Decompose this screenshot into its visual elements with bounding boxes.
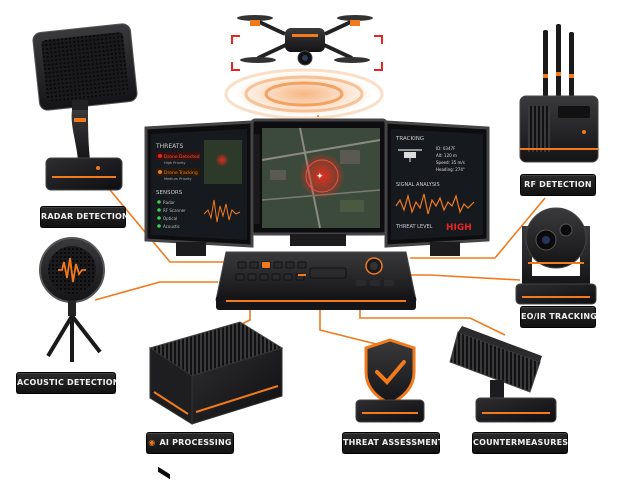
rf-device: [519, 24, 599, 163]
drone-rotor: [240, 57, 276, 63]
targeting-bracket-tr: [374, 35, 383, 44]
drone-rotor: [337, 15, 373, 21]
threat-item: Drone Tracking: [164, 170, 198, 176]
eoir-device: [515, 207, 597, 305]
tracking-info: Speed: 35 m/s: [436, 160, 465, 165]
connector-acoustic: [94, 281, 218, 301]
ai-box-side: [191, 347, 283, 425]
jammer-base: [475, 397, 557, 423]
countermeasures-device: [449, 326, 557, 423]
ai-processing-label: ◉AI PROCESSING: [146, 432, 234, 454]
connector-eoir: [410, 274, 521, 281]
sound-wave-icon: [58, 257, 86, 283]
signal-waveform: [395, 193, 475, 215]
rf-antenna: [556, 24, 561, 98]
threat-item: Drone Detected: [164, 154, 200, 160]
rf-antenna: [543, 30, 548, 98]
countermeasures-label: COUNTERMEASURES: [472, 432, 568, 454]
sensor-item: Optical: [163, 216, 177, 221]
center-monitor: ✦: [250, 118, 388, 246]
radar-detection-label: RADAR DETECTION: [40, 206, 126, 228]
right-monitor: TRACKING ID: 0347F Alt: 120 m Speed: 35 …: [384, 120, 490, 256]
control-console: [215, 251, 417, 310]
targeting-bracket-br: [374, 62, 383, 71]
tracking-info: Alt: 120 m: [436, 153, 457, 158]
acoustic-detection-label: ACOUSTIC DETECTION: [16, 372, 116, 394]
sensor-item: Acoustic: [163, 224, 180, 229]
rf-antenna: [569, 32, 574, 98]
signal-analysis-title: SIGNAL ANALYSIS: [396, 182, 440, 188]
eoir-base: [515, 283, 597, 305]
control-station: THREATS Drone Detected High Priority Dro…: [144, 118, 490, 310]
sensor-item: RF Scanner: [163, 208, 186, 213]
monitor-stand: [290, 234, 346, 246]
sensor-item: Radar: [163, 200, 175, 205]
sensor-waveform: [203, 199, 241, 223]
drone: [224, 15, 384, 120]
threat-level-value: HIGH: [446, 223, 472, 233]
threat-assessment-label: THREAT ASSESSMENT: [342, 432, 440, 454]
connector-rf: [410, 197, 546, 259]
tripod-leg: [46, 314, 74, 358]
tracked-drone-icon: [398, 149, 422, 162]
threat-assessment-device: [355, 338, 425, 423]
rf-detection-label: RF DETECTION: [520, 174, 596, 196]
radar-base: [45, 157, 123, 191]
ai-processing-device: [148, 321, 284, 480]
signal-wave-outer: [224, 68, 384, 120]
radar-device: [32, 23, 138, 191]
tripod-leg: [70, 314, 102, 354]
connector-radar: [109, 189, 225, 263]
brain-chip-icon: ◉: [148, 438, 156, 447]
left-monitor: THREATS Drone Detected High Priority Dro…: [144, 120, 254, 256]
threat-item-priority: High Priority: [164, 161, 186, 165]
tracking-title: TRACKING: [395, 136, 424, 142]
drone-body: [285, 28, 325, 52]
threats-title: THREATS: [155, 143, 183, 150]
signal-wave-glow: [234, 72, 374, 116]
eoir-tracking-label: EO/IR TRACKING: [520, 306, 596, 328]
threat-level-label: THREAT LEVEL: [395, 224, 433, 230]
eoir-lens-secondary: [559, 223, 573, 237]
radar-stand: [71, 110, 90, 160]
shield-check-icon: [364, 338, 416, 406]
tracking-info: Heading: 274°: [436, 167, 465, 172]
drone-rotor: [237, 15, 273, 21]
targeting-bracket-bl: [231, 62, 240, 71]
drone-marker-icon: ✦: [316, 172, 324, 182]
drone-rotor: [334, 57, 370, 63]
acoustic-device: [39, 237, 105, 362]
targeting-bracket-tl: [231, 35, 240, 44]
tracking-info: ID: 0347F: [436, 146, 456, 151]
threat-pedestal: [355, 399, 425, 423]
sensors-title: SENSORS: [156, 190, 183, 196]
threat-item-priority: Medium Priority: [164, 177, 192, 181]
